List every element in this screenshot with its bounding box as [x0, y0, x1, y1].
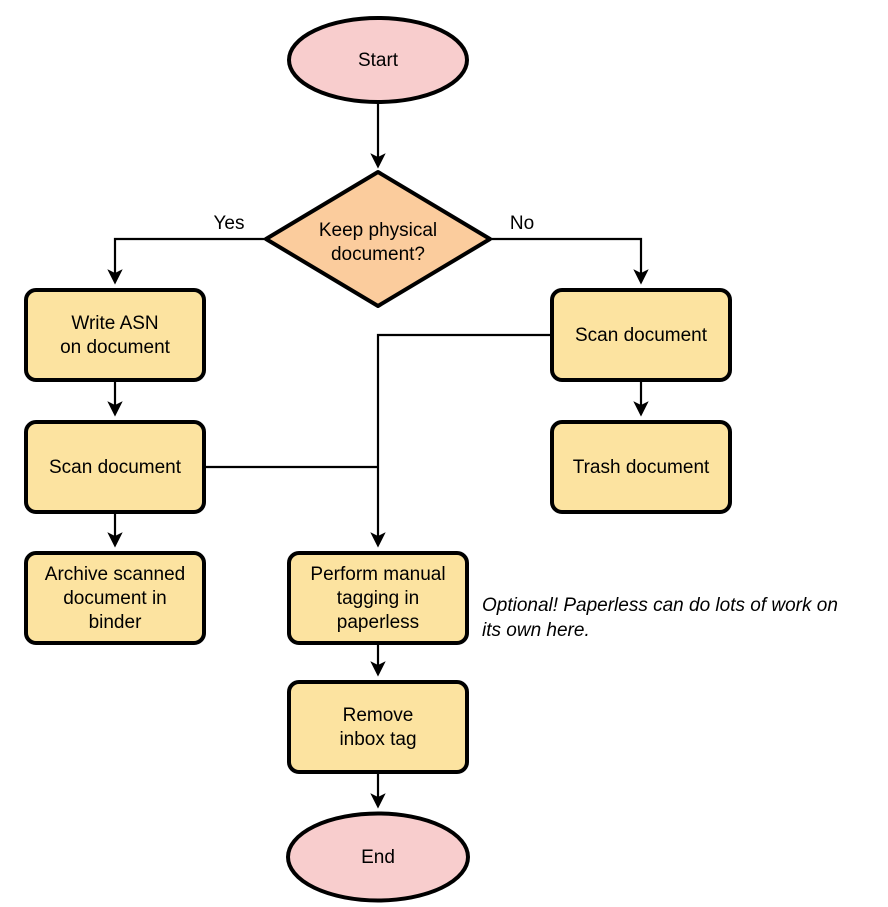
- scan-document-left-box: [24, 420, 206, 514]
- node-end[interactable]: End: [286, 811, 470, 903]
- trash-document-label: Trash document: [573, 457, 710, 478]
- tagging-label-line2: tagging in: [337, 588, 419, 609]
- node-write-asn-on-document[interactable]: Write ASN on document: [24, 288, 206, 382]
- start-label: Start: [358, 50, 399, 71]
- trash-document-box: [550, 420, 732, 514]
- edge-decision-to-write-asn: [107, 237, 265, 285]
- write-asn-box: [24, 288, 206, 382]
- node-archive-scanned-document[interactable]: Archive scanned document in binder: [24, 551, 206, 645]
- annotation-line1: Optional! Paperless can do lots of work …: [482, 595, 838, 616]
- remove-inbox-tag-label-line2: inbox tag: [339, 729, 416, 750]
- edge-scan-right-to-tagging: [370, 333, 550, 548]
- archive-label-line2: document in: [63, 588, 167, 609]
- decision-diamond: [264, 170, 492, 308]
- end-label: End: [361, 847, 395, 868]
- tagging-label-line1: Perform manual: [310, 564, 445, 585]
- scan-document-right-box: [550, 288, 732, 382]
- remove-inbox-tag-box: [287, 680, 469, 774]
- annotation-line2: its own here.: [482, 620, 590, 641]
- node-perform-manual-tagging[interactable]: Perform manual tagging in paperless: [287, 551, 469, 645]
- remove-inbox-tag-label-line1: Remove: [343, 705, 414, 726]
- node-trash-document[interactable]: Trash document: [550, 420, 732, 514]
- edge-label-no: No: [510, 213, 534, 234]
- edge-label-yes: Yes: [214, 213, 245, 234]
- node-start[interactable]: Start: [287, 16, 469, 104]
- decision-label-line2: document?: [331, 244, 425, 265]
- scan-document-left-label: Scan document: [49, 457, 182, 478]
- node-remove-inbox-tag[interactable]: Remove inbox tag: [287, 680, 469, 774]
- tagging-box: [287, 551, 469, 645]
- scan-document-right-label: Scan document: [575, 325, 708, 346]
- connector-layer: [107, 102, 649, 809]
- annotation-optional-paperless: Optional! Paperless can do lots of work …: [482, 595, 838, 641]
- decision-label-line1: Keep physical: [319, 220, 437, 241]
- node-decision-keep-physical-document[interactable]: Keep physical document?: [264, 170, 492, 308]
- write-asn-label-line1: Write ASN: [71, 313, 158, 334]
- start-ellipse: [287, 16, 469, 104]
- edge-decision-to-scan-right: [490, 237, 649, 285]
- end-ellipse: [286, 811, 470, 903]
- archive-box: [24, 551, 206, 645]
- archive-label-line3: binder: [89, 612, 142, 633]
- archive-label-line1: Archive scanned: [45, 564, 185, 585]
- node-scan-document-right[interactable]: Scan document: [550, 288, 732, 382]
- node-scan-document-left[interactable]: Scan document: [24, 420, 206, 514]
- tagging-label-line3: paperless: [337, 612, 419, 633]
- write-asn-label-line2: on document: [60, 337, 171, 358]
